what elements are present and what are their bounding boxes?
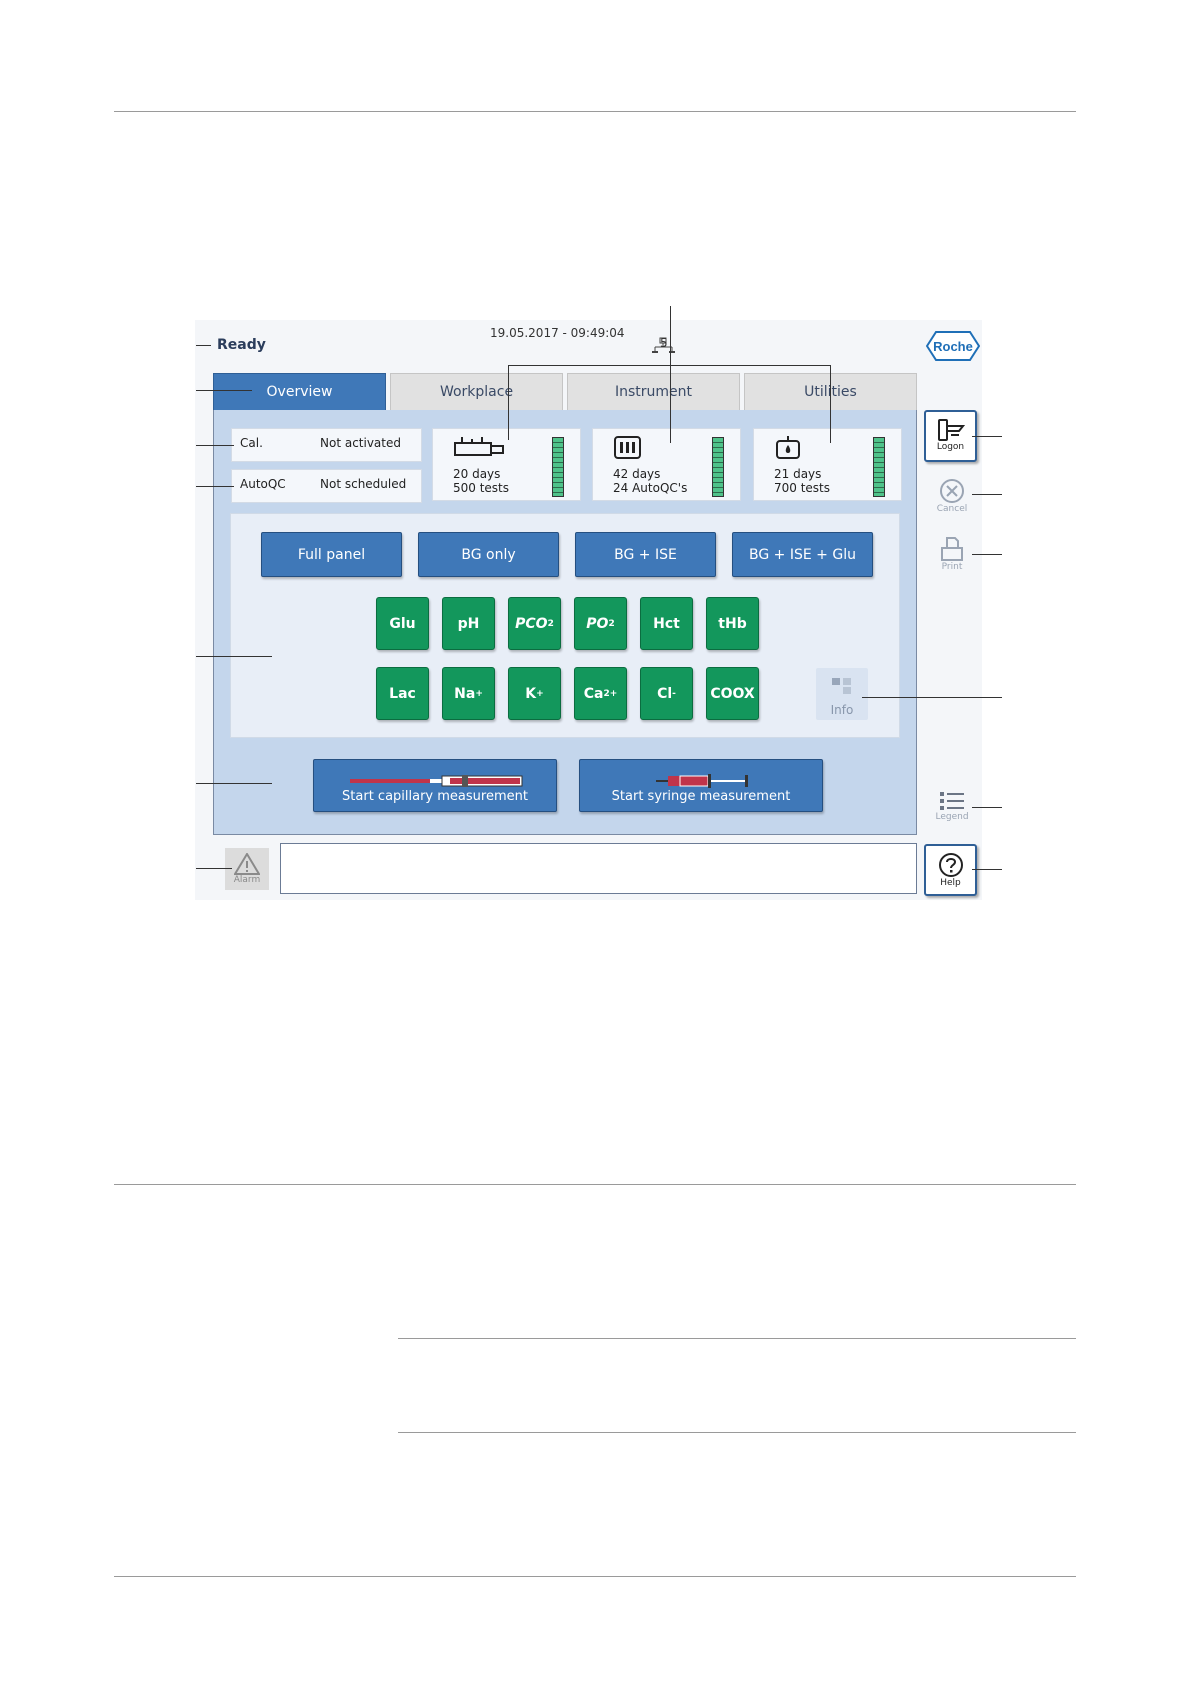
parameter-ph[interactable]: pH [442, 597, 495, 650]
panel-bg-ise-button[interactable]: BG + ISE [575, 532, 716, 577]
syringe-label: Start syringe measurement [611, 789, 791, 804]
start-syringe-button[interactable]: Start syringe measurement [579, 759, 823, 812]
callout-line-tabs [196, 390, 252, 391]
parameter-hct[interactable]: Hct [640, 597, 693, 650]
info-button[interactable]: Info [816, 668, 868, 720]
print-icon [941, 537, 963, 561]
callout-line-cal [196, 445, 234, 446]
date-time: 19.05.2017 - 09:49:04 [490, 326, 625, 340]
parameter-k[interactable]: K+ [508, 667, 561, 720]
callout-line-cancel [972, 494, 1002, 495]
tab-workplace[interactable]: Workplace [390, 373, 563, 411]
tab-instrument[interactable]: Instrument [567, 373, 740, 411]
panel-bg-ise-glu-button[interactable]: BG + ISE + Glu [732, 532, 873, 577]
parameter-na[interactable]: Na+ [442, 667, 495, 720]
qc-days: 42 days [613, 467, 661, 481]
alarm-label: Alarm [233, 875, 261, 885]
parameter-thb[interactable]: tHb [706, 597, 759, 650]
capillary-label: Start capillary measurement [342, 789, 528, 804]
callout-line-help [972, 869, 1002, 870]
sensor-level-bar [552, 437, 564, 497]
legend-list-icon [940, 792, 964, 810]
status-text: Ready [217, 337, 266, 353]
parameter-glu[interactable]: Glu [376, 597, 429, 650]
consumable-sensor-cartridge[interactable]: 20 days 500 tests [432, 428, 581, 501]
alarm-button[interactable]: Alarm [225, 848, 269, 890]
callout-line-consumables-stem [670, 306, 671, 443]
qc-pack-icon [614, 436, 641, 459]
autoqc-value: Not scheduled [320, 477, 407, 491]
cancel-label: Cancel [936, 504, 968, 514]
logon-label: Logon [936, 442, 965, 452]
callout-line-selector [196, 656, 272, 657]
callout-line-consumables-bracket [508, 365, 830, 366]
qc-level-bar [712, 437, 724, 497]
roche-logo: Roche [926, 331, 980, 361]
parameter-coox[interactable]: COOX [706, 667, 759, 720]
consumable-solution-pack[interactable]: 21 days 700 tests [753, 428, 902, 501]
tab-overview[interactable]: Overview [213, 373, 386, 411]
callout-line-autoqc [196, 486, 234, 487]
help-button[interactable]: Help [924, 844, 977, 896]
qc-tests: 24 AutoQC's [613, 481, 688, 495]
help-label: Help [940, 878, 961, 888]
top-rule [114, 111, 1076, 112]
print-label: Print [941, 562, 963, 572]
syringe-icon [656, 774, 748, 788]
panel-full-button[interactable]: Full panel [261, 532, 402, 577]
callout-line-measurement [196, 783, 272, 784]
logon-button[interactable]: Logon [924, 410, 977, 462]
callout-line-logon [972, 436, 1002, 437]
parameter-lac[interactable]: Lac [376, 667, 429, 720]
message-bar [280, 843, 917, 894]
consumable-qc-pack[interactable]: 42 days 24 AutoQC's [592, 428, 741, 501]
callout-label-5: 5 [660, 336, 668, 350]
legend-button[interactable]: Legend [925, 790, 979, 822]
info-grid-icon [832, 678, 851, 694]
print-button[interactable]: Print [925, 536, 979, 572]
info-label: Info [830, 703, 854, 717]
sensor-tests: 500 tests [453, 481, 510, 495]
section-rule-1 [398, 1338, 1076, 1339]
callout-line-info [862, 697, 1002, 698]
cancel-icon [940, 479, 964, 503]
callout-line-status [196, 345, 211, 346]
solution-tests: 700 tests [774, 481, 831, 495]
section-rule-2 [398, 1432, 1076, 1433]
help-icon [938, 853, 963, 877]
callout-line-alarm [196, 868, 232, 869]
sensor-days: 20 days [453, 467, 501, 481]
calibration-status[interactable]: Cal. Not activated [231, 428, 422, 462]
tab-bar: Overview Workplace Instrument Utilities [213, 373, 917, 411]
calibration-value: Not activated [320, 436, 401, 450]
callout-line-consumables-right [830, 365, 831, 443]
parameter-cl[interactable]: Cl- [640, 667, 693, 720]
solution-level-bar [873, 437, 885, 497]
autoqc-label: AutoQC [240, 477, 286, 491]
cancel-button[interactable]: Cancel [925, 478, 979, 514]
legend-label: Legend [935, 812, 969, 822]
logon-key-icon [937, 419, 965, 441]
solution-pack-icon [776, 436, 800, 459]
start-capillary-button[interactable]: Start capillary measurement [313, 759, 557, 812]
sensor-cartridge-icon [454, 437, 504, 456]
callout-line-print [972, 554, 1002, 555]
panel-bg-only-button[interactable]: BG only [418, 532, 559, 577]
autoqc-status[interactable]: AutoQC Not scheduled [231, 469, 422, 503]
callout-line-consumables-left [508, 365, 509, 440]
solution-days: 21 days [774, 467, 822, 481]
calibration-label: Cal. [240, 436, 263, 450]
bottom-rule [114, 1576, 1076, 1577]
roche-logo-text: Roche [933, 339, 973, 354]
warning-icon [234, 853, 260, 875]
middle-rule [114, 1184, 1076, 1185]
callout-line-legend [972, 807, 1002, 808]
capillary-icon [350, 775, 523, 787]
network-icon [652, 337, 675, 353]
